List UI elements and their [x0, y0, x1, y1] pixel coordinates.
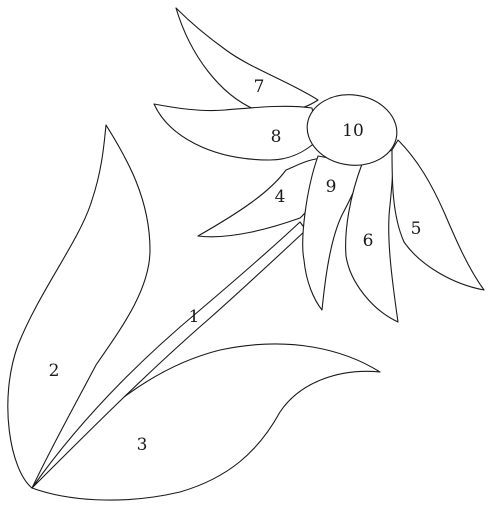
region-label-1: 1	[189, 307, 200, 327]
region-label-8: 8	[271, 127, 282, 147]
region-label-6: 6	[363, 231, 374, 251]
petal-region-5	[392, 140, 484, 290]
region-label-4: 4	[275, 187, 286, 207]
region-label-2: 2	[49, 361, 60, 381]
region-label-9: 9	[326, 177, 337, 197]
region-label-10: 10	[342, 121, 364, 141]
region-label-3: 3	[137, 435, 148, 455]
petal-region-7	[176, 8, 318, 112]
petal-region-8	[154, 104, 318, 160]
region-label-5: 5	[411, 219, 422, 239]
region-label-7: 7	[254, 77, 265, 97]
